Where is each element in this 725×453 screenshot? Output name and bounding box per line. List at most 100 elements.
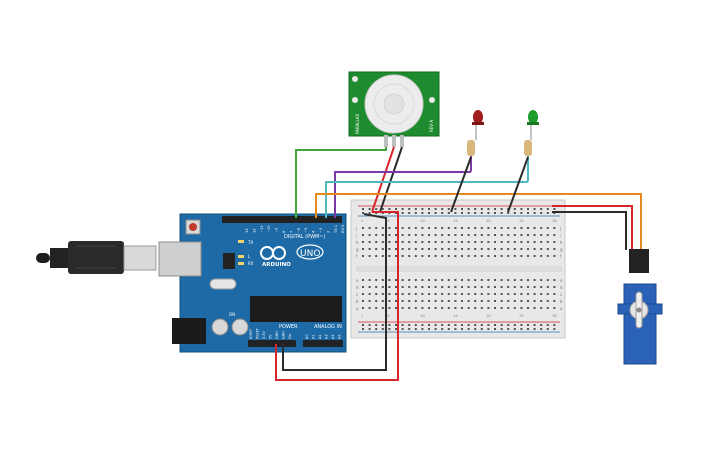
breadboard-hole[interactable] bbox=[553, 248, 556, 250]
breadboard-hole[interactable] bbox=[546, 227, 549, 229]
breadboard-hole[interactable] bbox=[480, 300, 483, 302]
breadboard-hole[interactable] bbox=[513, 300, 516, 302]
breadboard-hole[interactable] bbox=[487, 279, 490, 281]
breadboard-hole[interactable] bbox=[454, 286, 457, 288]
breadboard-hole[interactable] bbox=[480, 328, 483, 330]
breadboard-hole[interactable] bbox=[414, 293, 417, 295]
breadboard-hole[interactable] bbox=[375, 241, 378, 243]
breadboard-hole[interactable] bbox=[553, 227, 556, 229]
breadboard-hole[interactable] bbox=[513, 307, 516, 309]
breadboard-hole[interactable] bbox=[494, 248, 496, 250]
breadboard-hole[interactable] bbox=[395, 234, 397, 236]
breadboard-hole[interactable] bbox=[388, 248, 391, 250]
breadboard-hole[interactable] bbox=[388, 300, 391, 302]
breadboard-hole[interactable] bbox=[500, 307, 503, 309]
breadboard-hole[interactable] bbox=[520, 241, 523, 243]
breadboard-hole[interactable] bbox=[434, 328, 437, 330]
breadboard-hole[interactable] bbox=[441, 227, 444, 229]
breadboard-hole[interactable] bbox=[421, 255, 424, 257]
breadboard-hole[interactable] bbox=[533, 212, 536, 214]
breadboard-hole[interactable] bbox=[441, 255, 444, 257]
breadboard-hole[interactable] bbox=[533, 248, 536, 250]
breadboard-hole[interactable] bbox=[507, 255, 510, 257]
breadboard-hole[interactable] bbox=[454, 279, 457, 281]
breadboard-hole[interactable] bbox=[401, 307, 404, 309]
breadboard-hole[interactable] bbox=[368, 208, 371, 210]
breadboard-hole[interactable] bbox=[401, 293, 404, 295]
breadboard-hole[interactable] bbox=[401, 212, 404, 214]
breadboard-hole[interactable] bbox=[520, 279, 523, 281]
breadboard-hole[interactable] bbox=[527, 248, 529, 250]
breadboard-hole[interactable] bbox=[494, 324, 496, 326]
breadboard-hole[interactable] bbox=[401, 286, 404, 288]
breadboard-hole[interactable] bbox=[375, 286, 378, 288]
breadboard-hole[interactable] bbox=[461, 328, 463, 330]
breadboard-hole[interactable] bbox=[388, 307, 391, 309]
breadboard-hole[interactable] bbox=[375, 208, 378, 210]
breadboard-hole[interactable] bbox=[381, 227, 384, 229]
breadboard-hole[interactable] bbox=[500, 279, 503, 281]
breadboard-hole[interactable] bbox=[500, 286, 503, 288]
breadboard-hole[interactable] bbox=[527, 293, 529, 295]
breadboard-hole[interactable] bbox=[507, 328, 510, 330]
breadboard-hole[interactable] bbox=[507, 300, 510, 302]
breadboard-hole[interactable] bbox=[414, 227, 417, 229]
breadboard-hole[interactable] bbox=[421, 248, 424, 250]
breadboard-hole[interactable] bbox=[388, 328, 391, 330]
wire-black-led1[interactable] bbox=[450, 156, 472, 213]
breadboard-hole[interactable] bbox=[487, 293, 490, 295]
wire-red-pir[interactable] bbox=[371, 146, 395, 213]
breadboard-hole[interactable] bbox=[395, 227, 397, 229]
breadboard-hole[interactable] bbox=[500, 300, 503, 302]
breadboard-hole[interactable] bbox=[408, 227, 411, 229]
breadboard-hole[interactable] bbox=[461, 279, 463, 281]
breadboard-hole[interactable] bbox=[362, 279, 364, 281]
breadboard-hole[interactable] bbox=[553, 255, 556, 257]
wire-black-servo[interactable] bbox=[552, 211, 627, 250]
breadboard-hole[interactable] bbox=[553, 307, 556, 309]
breadboard-hole[interactable] bbox=[447, 241, 450, 243]
breadboard-hole[interactable] bbox=[480, 208, 483, 210]
breadboard-hole[interactable] bbox=[395, 324, 397, 326]
breadboard-hole[interactable] bbox=[428, 227, 430, 229]
breadboard-hole[interactable] bbox=[408, 234, 411, 236]
breadboard-hole[interactable] bbox=[375, 234, 378, 236]
breadboard-hole[interactable] bbox=[546, 328, 549, 330]
breadboard-hole[interactable] bbox=[500, 328, 503, 330]
breadboard-hole[interactable] bbox=[441, 234, 444, 236]
breadboard-hole[interactable] bbox=[454, 324, 457, 326]
breadboard-hole[interactable] bbox=[441, 241, 444, 243]
breadboard-hole[interactable] bbox=[520, 307, 523, 309]
breadboard-hole[interactable] bbox=[467, 248, 470, 250]
breadboard-hole[interactable] bbox=[467, 279, 470, 281]
breadboard-hole[interactable] bbox=[527, 328, 529, 330]
breadboard-hole[interactable] bbox=[487, 241, 490, 243]
breadboard-hole[interactable] bbox=[401, 248, 404, 250]
breadboard-hole[interactable] bbox=[480, 293, 483, 295]
breadboard-hole[interactable] bbox=[414, 328, 417, 330]
breadboard-hole[interactable] bbox=[461, 241, 463, 243]
breadboard-hole[interactable] bbox=[381, 324, 384, 326]
breadboard-hole[interactable] bbox=[474, 255, 477, 257]
breadboard-hole[interactable] bbox=[467, 293, 470, 295]
breadboard-hole[interactable] bbox=[480, 212, 483, 214]
breadboard-hole[interactable] bbox=[540, 241, 543, 243]
breadboard-hole[interactable] bbox=[467, 328, 470, 330]
breadboard-hole[interactable] bbox=[540, 248, 543, 250]
breadboard-hole[interactable] bbox=[381, 255, 384, 257]
breadboard-hole[interactable] bbox=[546, 248, 549, 250]
breadboard-hole[interactable] bbox=[454, 208, 457, 210]
breadboard-hole[interactable] bbox=[395, 248, 397, 250]
breadboard-hole[interactable] bbox=[454, 307, 457, 309]
breadboard-hole[interactable] bbox=[540, 227, 543, 229]
breadboard-hole[interactable] bbox=[408, 212, 411, 214]
breadboard-hole[interactable] bbox=[447, 255, 450, 257]
breadboard-hole[interactable] bbox=[421, 279, 424, 281]
breadboard-hole[interactable] bbox=[408, 286, 411, 288]
breadboard-hole[interactable] bbox=[441, 286, 444, 288]
breadboard-hole[interactable] bbox=[494, 234, 496, 236]
arduino-uno-board[interactable]: ARDUINO UNO DIGITAL (PWM~) POWER ANALOG … bbox=[158, 213, 347, 353]
breadboard-hole[interactable] bbox=[533, 307, 536, 309]
breadboard-hole[interactable] bbox=[546, 307, 549, 309]
breadboard-hole[interactable] bbox=[434, 293, 437, 295]
